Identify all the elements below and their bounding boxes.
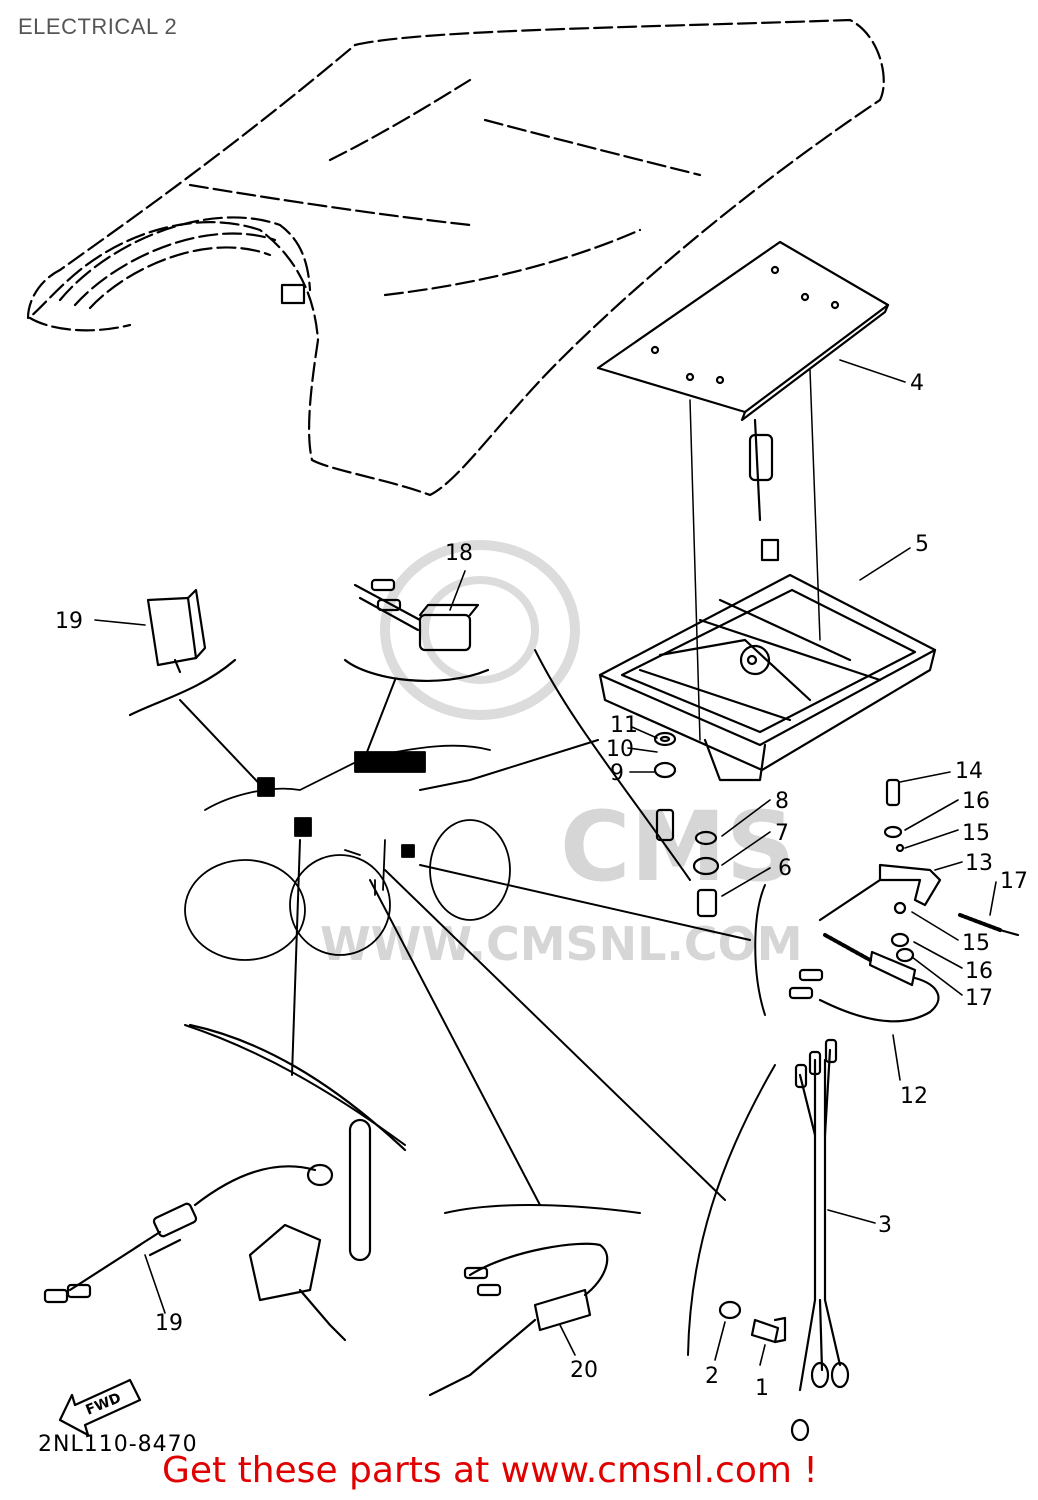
callout-19: 19 [155,1311,183,1336]
throttle-switch-19 [43,1023,407,1342]
callout-10: 10 [606,737,634,762]
callout-18: 17 [1000,869,1028,894]
callout-6: 6 [778,856,792,881]
callout-12: 12 [900,1084,928,1109]
callout-leaders [94,359,997,1366]
callout-20: 18 [445,541,473,566]
callout-13: 13 [965,851,993,876]
fwd-arrow: FWD [58,1378,142,1437]
callout-8: 8 [775,789,789,814]
callout-labels: 4 5 18 19 11 10 9 8 7 6 14 16 15 13 17 1… [55,371,1028,1401]
relay-20 [343,578,490,683]
hardware-stack [653,731,720,918]
callout-1: 1 [755,1376,769,1401]
harness-3 [790,1038,850,1442]
callout-15a: 15 [962,821,990,846]
callout-16b: 16 [965,959,993,984]
callout-22: 20 [570,1358,598,1383]
seat-clip [280,283,306,305]
callout-5: 5 [915,532,929,557]
leader-lines [179,649,776,1356]
svg-text:FWD: FWD [84,1390,124,1419]
callout-11: 11 [610,713,638,738]
callout-17: 17 [965,986,993,1011]
frame-sketch [184,744,511,961]
watermark-url: WWW.CMSNL.COM [320,917,803,971]
callout-2: 2 [705,1364,719,1389]
watermark: CMS WWW.CMSNL.COM [320,540,803,971]
seat [26,18,885,497]
plate-4 [596,240,890,741]
flasher-21 [128,588,237,717]
diagram-code: 2NL110-8470 [38,1432,198,1457]
footer-link[interactable]: Get these parts at www.cmsnl.com ! [162,1450,818,1491]
callout-15b: 15 [962,931,990,956]
callout-9: 9 [610,761,624,786]
page-title: ELECTRICAL 2 [18,14,178,39]
bolt-washer-1-2 [718,1300,787,1344]
switch-assembly [788,778,1020,1023]
switch-22 [428,1242,609,1397]
tray-5 [598,573,937,782]
callout-4: 4 [910,371,924,396]
callout-3: 3 [878,1213,892,1238]
callout-21: 19 [55,609,83,634]
callout-16a: 16 [962,789,990,814]
callout-7: 7 [775,821,789,846]
callout-14: 14 [955,759,983,784]
